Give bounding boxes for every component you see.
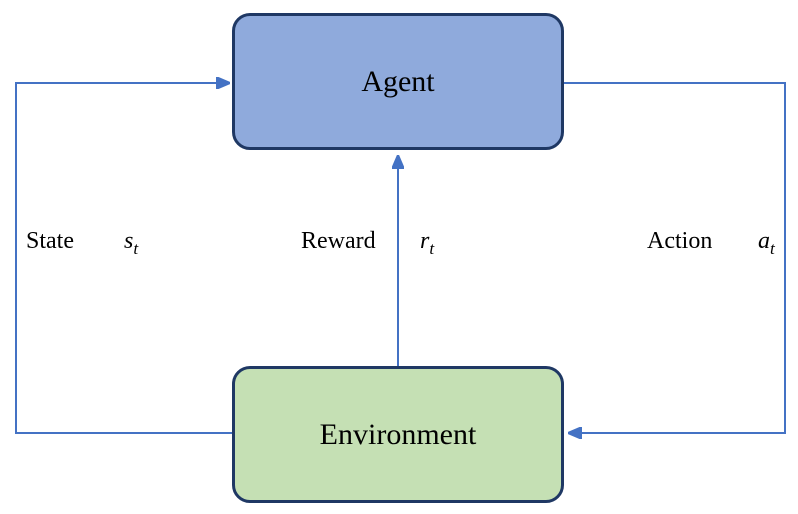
agent-label: Agent <box>361 64 435 98</box>
environment-label: Environment <box>319 417 477 451</box>
action-arrow <box>564 82 786 433</box>
action-edge-label: Action <box>647 228 713 254</box>
action-symbol-subscript: t <box>770 238 775 258</box>
reward-symbol: rt <box>420 228 435 258</box>
state-arrow <box>15 83 232 434</box>
action-symbol: at <box>758 228 775 258</box>
action-symbol-letter: a <box>758 228 770 254</box>
reward-symbol-letter: r <box>420 228 430 254</box>
environment-node: Environment <box>232 366 564 503</box>
state-symbol-subscript: t <box>133 238 139 258</box>
reward-symbol-subscript: t <box>429 238 435 258</box>
reward-edge-label: Reward <box>301 228 376 254</box>
state-edge-label: State <box>26 228 74 254</box>
agent-node: Agent <box>232 13 564 150</box>
state-symbol: st <box>124 228 139 258</box>
state-symbol-letter: s <box>124 228 134 254</box>
